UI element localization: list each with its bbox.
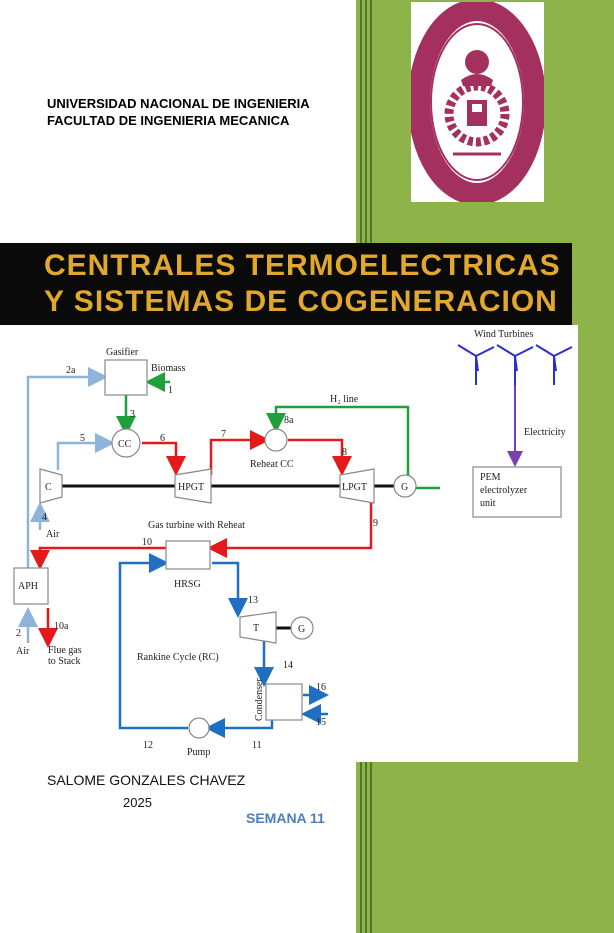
reheat-combustor (264, 428, 288, 452)
head-icon (465, 50, 489, 74)
label-aph: APH (18, 581, 38, 592)
state-2: 2 (16, 628, 21, 639)
label-lpgt: LPGT (342, 482, 367, 493)
steam-generator (290, 616, 314, 640)
state-8: 8 (342, 447, 347, 458)
label-gas-turbine-reheat: Gas turbine with Reheat (148, 520, 245, 531)
label-electricity: Electricity (524, 427, 566, 438)
label-generator: G (401, 482, 408, 493)
label-steam-turbine: T (253, 623, 259, 634)
label-h2-line: H₂ line (330, 394, 359, 405)
logo-ring (408, 0, 546, 205)
label-biomass: Biomass (151, 363, 186, 374)
gasifier-box (104, 359, 148, 396)
label-cc: CC (118, 439, 132, 450)
pem-electrolyzer (472, 466, 562, 518)
faculty-name: FACULTAD DE INGENIERIA MECANICA (47, 113, 290, 128)
title-line-1: CENTRALES TERMOELECTRICAS (44, 249, 561, 282)
label-compressor: C (45, 482, 52, 493)
label-hpgt: HPGT (178, 482, 204, 493)
state-16: 16 (316, 682, 326, 693)
title-banner: CENTRALES TERMOELECTRICAS Y SISTEMAS DE … (0, 243, 572, 325)
state-10a: 10a (54, 621, 69, 632)
wind-turbine-icon (457, 344, 573, 385)
tower-icon (467, 100, 487, 126)
author-name: SALOME GONZALES CHAVEZ (47, 772, 246, 788)
label-unit: unit (480, 498, 496, 509)
state-9: 9 (373, 518, 378, 529)
compressor (39, 468, 63, 504)
label-hrsg: HRSG (174, 579, 201, 590)
university-logo (408, 0, 546, 205)
label-rankine: Rankine Cycle (RC) (137, 652, 219, 663)
state-4: 4 (42, 512, 47, 523)
state-14: 14 (283, 660, 293, 671)
state-7: 7 (221, 429, 226, 440)
generator (393, 474, 417, 498)
state-13: 13 (248, 595, 258, 606)
state-15: 15 (316, 717, 326, 728)
state-5: 5 (80, 433, 85, 444)
university-name: UNIVERSIDAD NACIONAL DE INGENIERIA (47, 96, 310, 111)
label-wind-turbines: Wind Turbines (474, 329, 533, 340)
steam-turbine (239, 611, 277, 644)
pump (188, 717, 210, 739)
title-line-2: Y SISTEMAS DE COGENERACION (44, 285, 558, 318)
label-pem: PEM (480, 472, 501, 483)
label-to-stack: to Stack (48, 656, 81, 667)
label-pump: Pump (187, 747, 210, 758)
state-3: 3 (130, 409, 135, 420)
label-steam-generator: G (298, 624, 305, 635)
hp-gas-turbine (174, 468, 212, 504)
state-12: 12 (143, 740, 153, 751)
label-flue-gas: Flue gas (48, 645, 82, 656)
air-preheater (13, 567, 49, 605)
combustion-chamber (111, 428, 141, 458)
hrsg-box (165, 540, 211, 570)
lp-gas-turbine (339, 468, 375, 504)
label-electrolyzer: electrolyzer (480, 485, 528, 496)
label-condenser: Condenser (254, 678, 265, 721)
state-11: 11 (252, 740, 262, 751)
label-air-compressor: Air (46, 529, 60, 540)
label-reheat-cc: Reheat CC (250, 459, 294, 470)
state-6: 6 (160, 433, 165, 444)
state-10: 10 (142, 537, 152, 548)
state-2a: 2a (66, 365, 76, 376)
year: 2025 (123, 795, 152, 810)
label-gasifier: Gasifier (106, 347, 139, 358)
institution-header: UNIVERSIDAD NACIONAL DE INGENIERIA FACUL… (47, 95, 310, 129)
label-air-aph: Air (16, 646, 30, 657)
week-label: SEMANA 11 (246, 810, 325, 826)
condenser-box (265, 683, 303, 721)
cogeneration-diagram: Gasifier Biomass CC C HPGT Reheat CC LPG… (0, 325, 578, 762)
state-1: 1 (168, 385, 173, 396)
state-8a: 8a (284, 415, 294, 426)
